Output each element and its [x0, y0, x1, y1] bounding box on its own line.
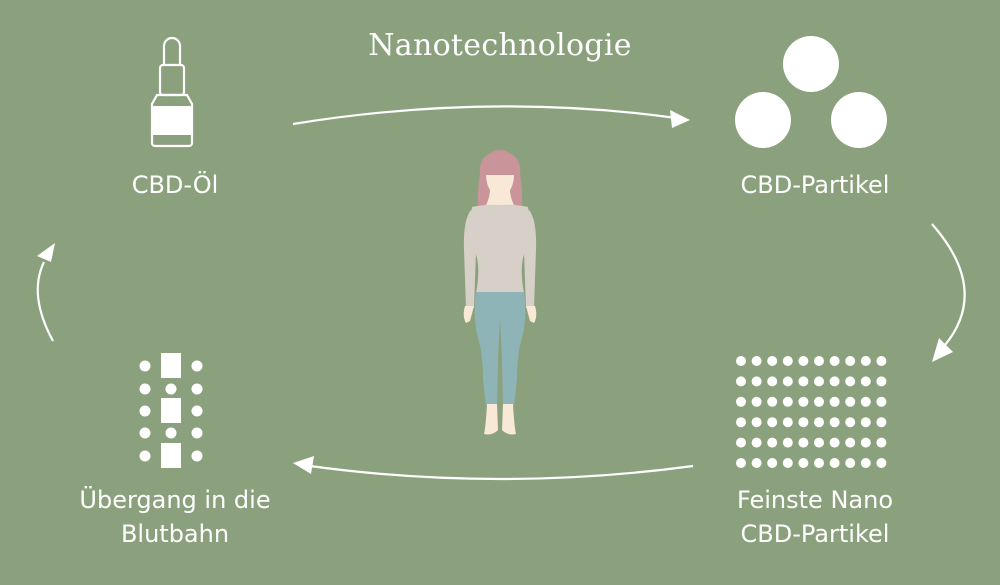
label-bloodstream: Übergang in die Blutbahn — [40, 483, 310, 551]
arrow-oil-to-particles-icon — [292, 105, 690, 128]
label-cbd-oil: CBD-Öl — [90, 168, 260, 202]
label-line: Feinste Nano — [737, 486, 893, 514]
label-line: CBD-Öl — [131, 171, 219, 199]
label-line: CBD-Partikel — [740, 171, 890, 199]
woman-figure-icon — [463, 150, 537, 435]
arrow-blood-to-oil-icon — [36, 243, 55, 342]
diagram-title: Nanotechnologie — [368, 28, 632, 63]
arrow-nano-to-blood-icon — [293, 456, 694, 481]
three-circles-icon — [735, 36, 887, 148]
dot-grid-icon — [736, 356, 887, 468]
label-cbd-particles: CBD-Partikel — [690, 168, 940, 202]
label-line: Blutbahn — [120, 520, 230, 548]
bloodstream-icon — [139, 353, 203, 468]
arrow-particles-to-nano-icon — [931, 223, 966, 362]
label-line: Übergang in die — [79, 486, 271, 514]
dropper-bottle-icon — [150, 36, 194, 148]
label-nano-particles: Feinste Nano CBD-Partikel — [690, 483, 940, 551]
label-line: CBD-Partikel — [740, 520, 890, 548]
